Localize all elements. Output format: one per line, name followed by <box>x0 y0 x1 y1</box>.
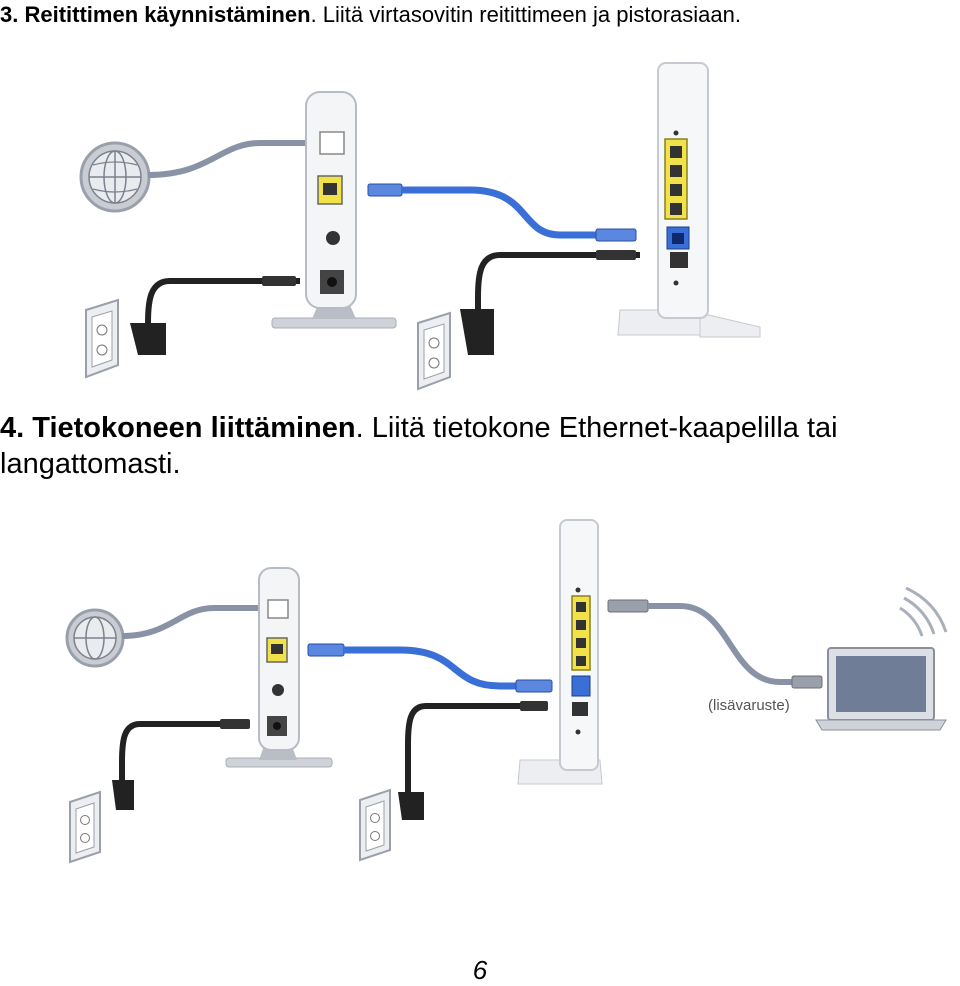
step-number: 4. <box>0 412 25 444</box>
step-4-heading: 4. Tietokoneen liittäminen. Liitä tietok… <box>0 410 960 482</box>
router <box>517 519 603 785</box>
page-number: 6 <box>472 955 488 985</box>
computer-connection-illustration: (lisävaruste) <box>65 519 948 864</box>
internet-cable <box>147 140 328 178</box>
router-setup-illustration <box>79 62 761 391</box>
router-power-cable <box>398 701 548 820</box>
step-title: Reitittimen käynnistäminen <box>24 2 311 27</box>
optional-label: (lisävaruste) <box>708 697 790 714</box>
router-power-cable <box>460 250 640 355</box>
ethernet-cable <box>367 183 637 242</box>
wall-outlet-icon <box>359 788 391 862</box>
globe-icon <box>65 608 125 668</box>
wall-outlet-icon <box>69 790 101 864</box>
internet-cable <box>121 605 276 639</box>
router <box>617 62 761 338</box>
laptop-icon <box>815 647 947 731</box>
step-title: Tietokoneen liittäminen <box>32 412 356 444</box>
modem <box>271 91 397 329</box>
step-text: . Liitä virtasovitin reitittimeen ja pis… <box>310 2 741 27</box>
modem <box>225 567 333 768</box>
ethernet-cable <box>307 643 553 693</box>
modem-power-cable <box>130 276 300 355</box>
step-3-heading: 3. Reitittimen käynnistäminen. Liitä vir… <box>0 2 741 28</box>
wall-outlet-icon <box>417 311 451 391</box>
modem-power-cable <box>112 719 250 810</box>
step-text: . Liitä tietokone Ethernet-kaapelilla ta… <box>0 412 838 480</box>
wall-outlet-icon <box>85 298 119 379</box>
ethernet-cable <box>607 599 823 689</box>
step-number: 3. <box>0 2 19 27</box>
globe-icon <box>79 141 151 213</box>
wifi-waves-icon <box>899 586 948 637</box>
